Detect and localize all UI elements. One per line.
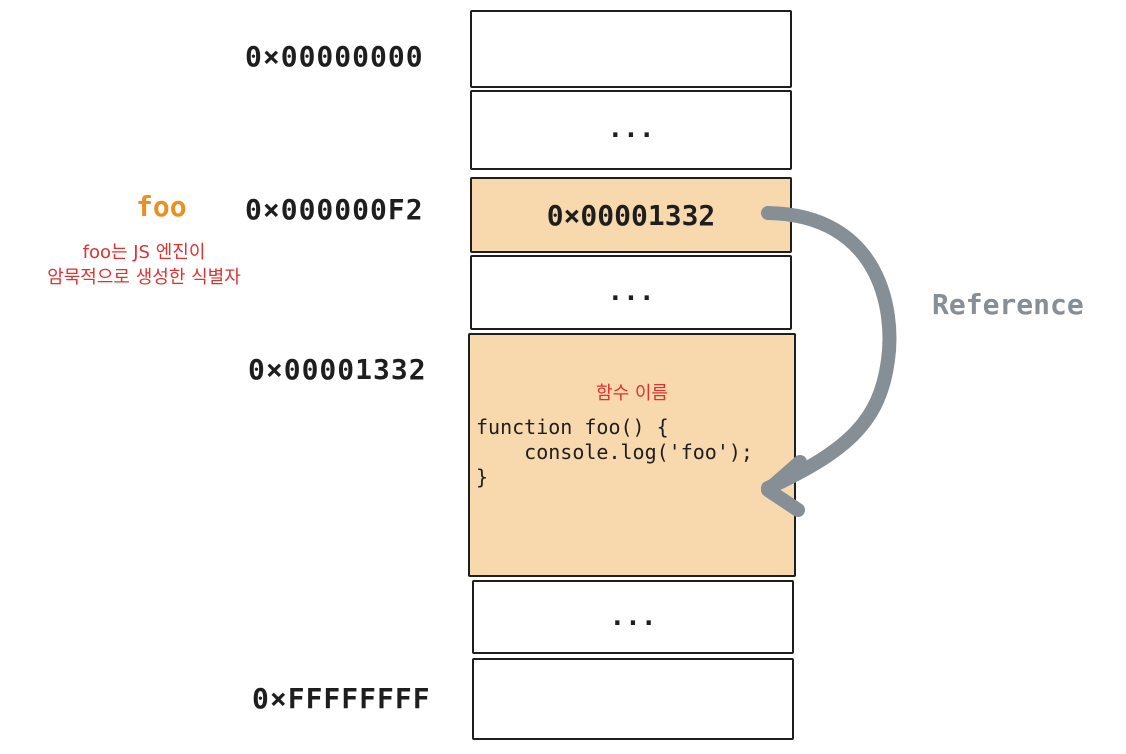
memory-cell-gap-1: ... <box>470 90 792 170</box>
code-line-1: function foo() { <box>476 415 669 439</box>
memory-cell-start <box>470 10 792 88</box>
function-code: function foo() { console.log('foo');} <box>476 415 753 490</box>
identifier-note: foo는 JS 엔진이 암묵적으로 생성한 식별자 <box>10 240 278 290</box>
address-end: 0×FFFFFFFF <box>252 682 431 715</box>
identifier-note-line-1: foo는 JS 엔진이 <box>82 242 206 263</box>
function-name-note: 함수 이름 <box>596 383 668 404</box>
memory-cell-gap-3: ... <box>472 580 794 654</box>
address-start: 0×00000000 <box>245 40 424 73</box>
memory-cell-gap-2: ... <box>470 255 792 330</box>
reference-label: Reference <box>932 288 1084 321</box>
identifier-note-line-2: 암묵적으로 생성한 식별자 <box>47 267 241 288</box>
code-line-3: } <box>476 465 489 489</box>
memory-cell-function: 함수 이름 function foo() { console.log('foo'… <box>468 333 796 577</box>
ellipsis-1: ... <box>607 114 655 144</box>
memory-cell-foo: 0×00001332 <box>470 177 792 253</box>
identifier-foo-label: foo <box>136 190 187 223</box>
ellipsis-2: ... <box>607 277 655 307</box>
address-foo-slot: 0×000000F2 <box>245 193 424 226</box>
memory-cell-end <box>472 658 794 740</box>
foo-value: 0×00001332 <box>546 199 716 232</box>
address-function-slot: 0×00001332 <box>248 353 427 386</box>
code-line-2: console.log('foo'); <box>476 440 753 464</box>
ellipsis-3: ... <box>609 602 657 632</box>
